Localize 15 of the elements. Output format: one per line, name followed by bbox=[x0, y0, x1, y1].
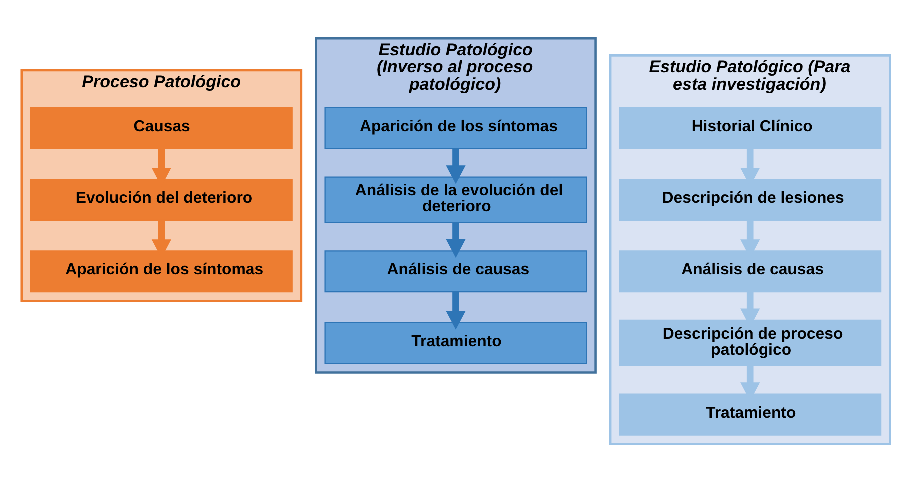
node-box: Análisis de causas bbox=[619, 250, 882, 292]
arrow bbox=[446, 222, 466, 258]
node-box: Aparición de los síntomas bbox=[30, 250, 293, 292]
node-box: Descripción de lesiones bbox=[619, 178, 882, 221]
node-box: Evolución del deterioro bbox=[30, 178, 293, 221]
node-box: Tratamiento bbox=[324, 322, 588, 364]
node-box: Historial Clínico bbox=[619, 106, 882, 149]
node-box: Tratamiento bbox=[619, 393, 882, 436]
node-box: Causas bbox=[30, 106, 293, 149]
arrow bbox=[446, 292, 466, 330]
node-box: Análisis de la evolución del deterioro bbox=[324, 176, 588, 223]
node-box: Aparición de los síntomas bbox=[324, 106, 588, 149]
node-box: Descripción de proceso patológico bbox=[619, 319, 882, 366]
arrow bbox=[446, 148, 466, 184]
node-box: Análisis de causas bbox=[324, 250, 588, 292]
